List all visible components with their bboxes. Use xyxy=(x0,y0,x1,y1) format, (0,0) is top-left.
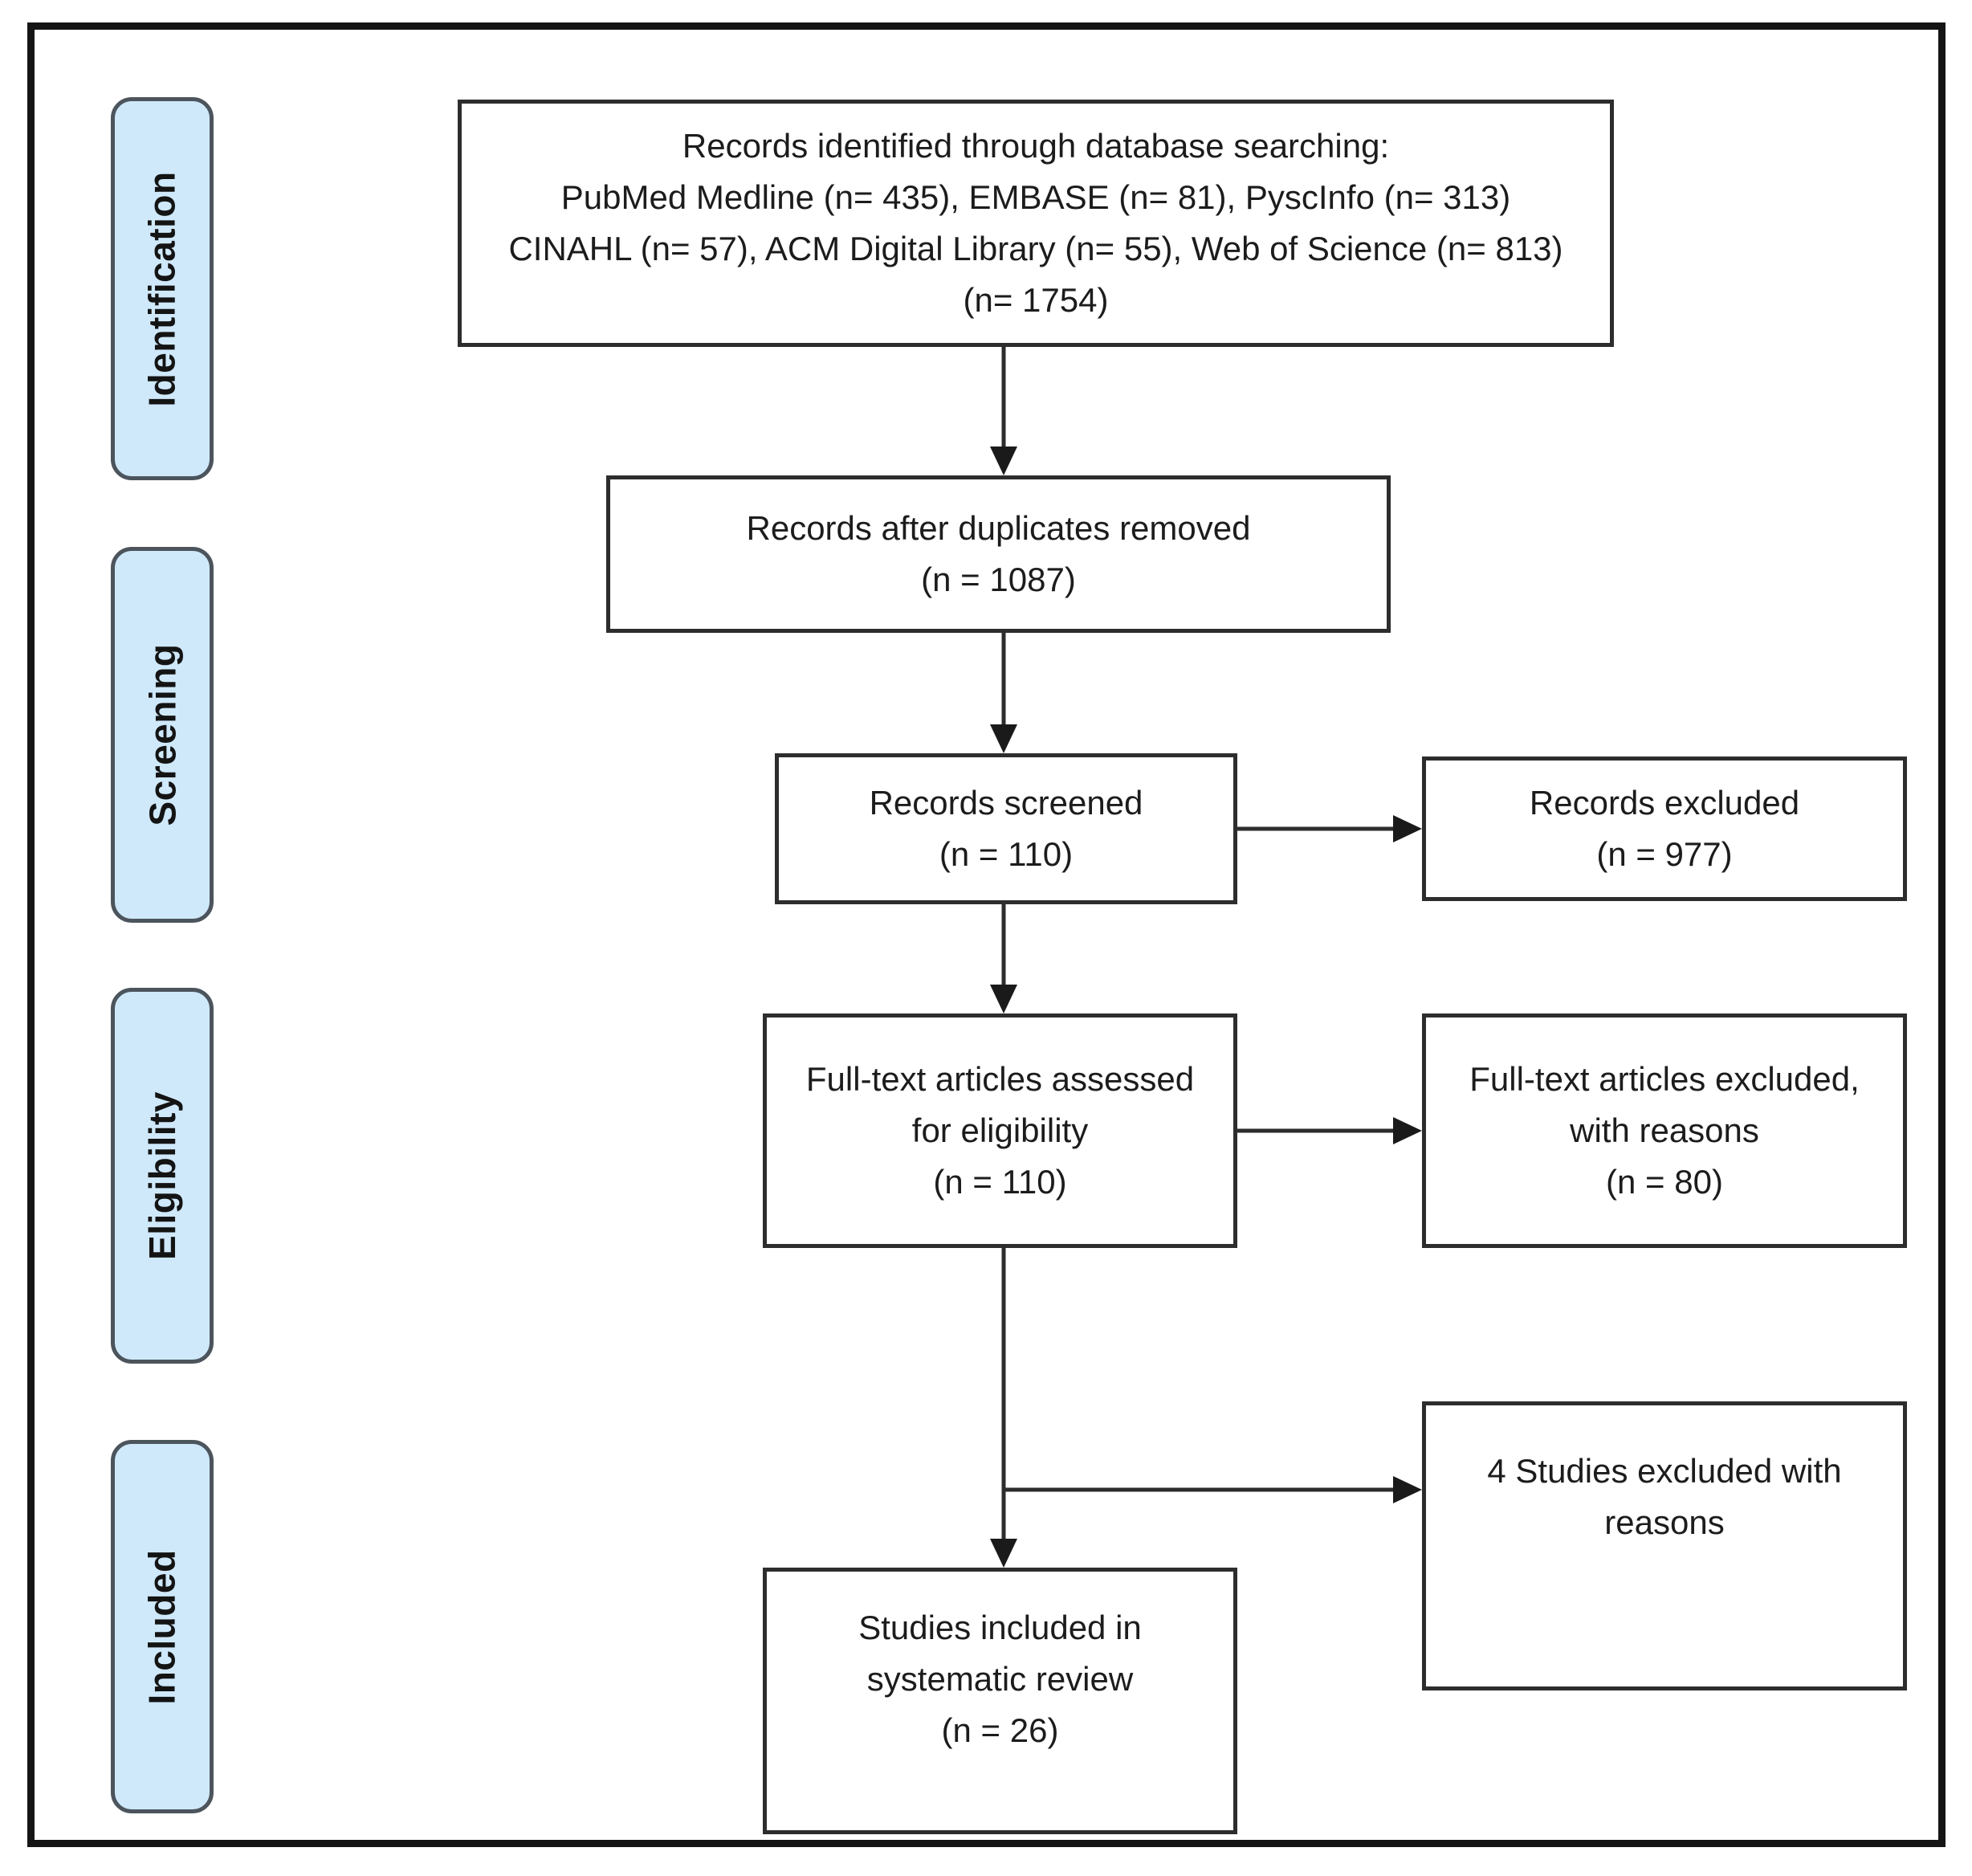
box-records-screened-line-2: (n = 110) xyxy=(939,835,1074,873)
box-records-screened-line-1: Records screened xyxy=(869,784,1143,822)
stage-identification: Identification xyxy=(111,97,214,480)
box-duplicates-removed-line-2: (n = 1087) xyxy=(921,561,1076,598)
box-fulltext-assessed-line-3: (n = 110) xyxy=(933,1163,1067,1201)
box-fulltext-assessed: Full-text articles assessed for eligibil… xyxy=(763,1013,1237,1248)
stage-eligibility-label: Eligibility xyxy=(141,1091,183,1260)
stage-eligibility: Eligibility xyxy=(111,988,214,1364)
box-studies-included: Studies included in systematic review (n… xyxy=(763,1568,1237,1834)
arrow-duplicates-to-screened xyxy=(990,633,1017,753)
box-records-excluded-line-2: (n = 977) xyxy=(1596,835,1733,873)
stage-screening: Screening xyxy=(111,547,214,923)
box-records-excluded: Records excluded (n = 977) xyxy=(1422,757,1907,901)
stage-identification-label: Identification xyxy=(141,170,184,407)
box-studies-excluded: 4 Studies excluded with reasons xyxy=(1422,1401,1907,1690)
box-records-screened: Records screened (n = 110) xyxy=(775,753,1237,904)
arrow-fulltext-to-fulltext-excluded xyxy=(1237,1117,1422,1144)
arrow-identified-to-duplicates xyxy=(990,347,1017,475)
box-studies-included-line-1: Studies included in xyxy=(858,1609,1142,1646)
arrow-fulltext-to-included xyxy=(990,1248,1017,1568)
box-fulltext-excluded-line-2: with reasons xyxy=(1570,1111,1759,1149)
box-fulltext-assessed-line-1: Full-text articles assessed xyxy=(805,1060,1195,1098)
stage-included-label: Included xyxy=(141,1548,183,1705)
box-studies-excluded-line-1: 4 Studies excluded with xyxy=(1487,1452,1842,1490)
box-studies-included-line-3: (n = 26) xyxy=(941,1711,1059,1749)
box-records-identified: Records identified through database sear… xyxy=(458,100,1614,347)
box-fulltext-excluded-line-3: (n = 80) xyxy=(1606,1163,1723,1201)
stage-screening-label: Screening xyxy=(141,643,184,826)
box-fulltext-excluded-line-1: Full-text articles excluded, xyxy=(1469,1060,1860,1098)
box-fulltext-excluded: Full-text articles excluded, with reason… xyxy=(1422,1013,1907,1248)
box-records-identified-line-3: CINAHL (n= 57), ACM Digital Library (n= … xyxy=(508,230,1563,267)
box-records-identified-line-4: (n= 1754) xyxy=(963,281,1109,319)
box-records-identified-line-2: PubMed Medline (n= 435), EMBASE (n= 81),… xyxy=(560,178,1511,216)
arrow-screened-to-fulltext xyxy=(990,904,1017,1013)
box-records-excluded-line-1: Records excluded xyxy=(1529,784,1800,822)
stage-included: Included xyxy=(111,1440,214,1813)
box-fulltext-assessed-line-2: for eligibility xyxy=(911,1111,1089,1149)
box-studies-included-line-2: systematic review xyxy=(866,1660,1134,1698)
box-studies-excluded-line-2: reasons xyxy=(1604,1503,1725,1541)
arrow-screened-to-excluded xyxy=(1237,815,1422,842)
box-records-identified-line-1: Records identified through database sear… xyxy=(682,127,1390,165)
box-duplicates-removed: Records after duplicates removed (n = 10… xyxy=(606,475,1391,633)
arrow-branch-to-studies-excluded xyxy=(1004,1476,1422,1503)
box-duplicates-removed-line-1: Records after duplicates removed xyxy=(746,509,1251,547)
